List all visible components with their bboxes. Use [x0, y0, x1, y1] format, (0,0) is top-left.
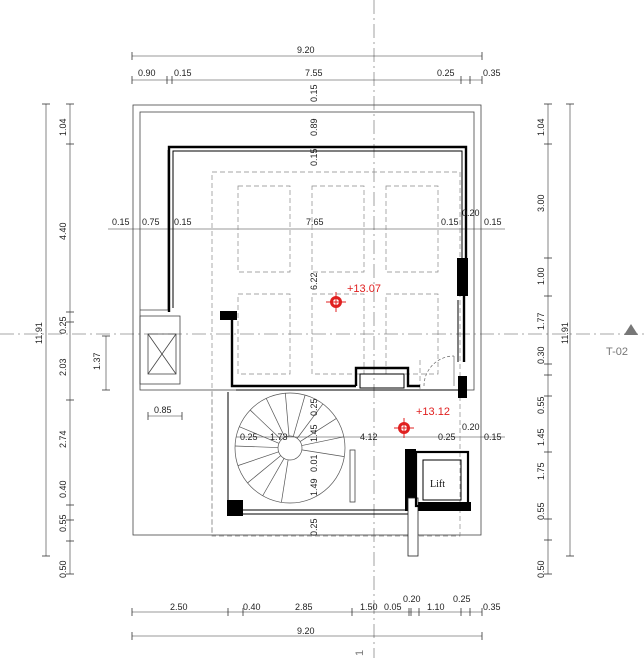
dim-lower-2: 4.12: [360, 432, 378, 442]
dim-bottom-6: 1.10: [427, 602, 445, 612]
dim-upper-3: 7.65: [306, 217, 324, 227]
dim-right-0: 1.04: [536, 118, 546, 136]
dim-bottom-1: 0.40: [243, 602, 261, 612]
dim-left-inner: 1.37: [92, 352, 102, 370]
dim-left-7: 0.50: [58, 560, 68, 578]
dim-top-2: 7.55: [305, 68, 323, 78]
dim-left-5: 0.40: [58, 480, 68, 498]
stair-tread: [301, 436, 344, 446]
dim-center-0: 0.15: [309, 84, 319, 102]
elevation-marker-2: +13.12: [394, 406, 450, 438]
dim-lower-4: 0.20: [462, 422, 480, 432]
dim-bottom-0: 2.50: [170, 602, 188, 612]
stair-tread: [249, 409, 282, 440]
dim-bottom-3: 1.50: [360, 602, 378, 612]
stair-tread: [235, 445, 279, 448]
dim-left-0: 1.04: [58, 118, 68, 136]
dim-bottom-2: 2.85: [295, 602, 313, 612]
dimension-ticks: [42, 52, 574, 640]
dim-top-0: 0.90: [138, 68, 156, 78]
dim-upper-6: 0.15: [484, 217, 502, 227]
dim-lower-5: 0.15: [484, 432, 502, 442]
lift-shaft: Lift: [414, 450, 470, 508]
dim-center-4: 0.25: [309, 398, 319, 416]
dim-right-9: 0.50: [536, 560, 546, 578]
dim-lower-1: 1.73: [270, 432, 288, 442]
dim-bottom-8: 0.35: [483, 602, 501, 612]
stair-tread: [281, 459, 289, 503]
stair-tread: [285, 393, 290, 437]
stair-tread: [239, 426, 280, 444]
dim-bottom-4: 0.05: [384, 602, 402, 612]
dim-center-2: 0.15: [309, 148, 319, 166]
dim-lower-3: 0.25: [438, 432, 456, 442]
stair-tread: [247, 455, 281, 484]
triangle-up-icon: [624, 324, 638, 335]
dim-center-5: 1.45: [309, 424, 319, 442]
spiral-stair: [234, 392, 346, 504]
elevation-marker-1: +13.07: [326, 283, 381, 312]
dim-left-1: 4.40: [58, 222, 68, 240]
elevation-label-2: +13.12: [416, 406, 450, 418]
dim-right-2: 1.00: [536, 267, 546, 285]
dim-stair-width: 0.85: [154, 405, 172, 415]
dim-bottom-7: 0.25: [453, 594, 471, 604]
stair-tread: [301, 449, 345, 457]
dim-center-3: 6.22: [309, 272, 319, 290]
stair-tread: [296, 403, 324, 439]
lift-guide: [407, 497, 419, 557]
stair-tread: [265, 398, 286, 438]
axis-tag: 1: [354, 650, 366, 656]
dim-center-8: 0.25: [309, 518, 319, 536]
dimension-text: 9.20 0.90 0.15 7.55 0.25 0.35 2.50 0.40 …: [34, 45, 570, 636]
crosshair-target-icon: [326, 292, 346, 312]
walls-inner: [172, 150, 463, 515]
lift-label: Lift: [430, 479, 445, 490]
dim-top-4: 0.35: [483, 68, 501, 78]
dim-top-1: 0.15: [174, 68, 192, 78]
stair-tread: [262, 458, 285, 496]
door-swing: [423, 355, 455, 387]
dim-right-6: 1.45: [536, 428, 546, 446]
crosshair-target-icon: [394, 418, 414, 438]
section-marker: T-02: [606, 324, 638, 358]
dim-right-7: 1.75: [536, 462, 546, 480]
dim-right-total: 11.91: [560, 322, 570, 344]
dim-left-2: 0.25: [58, 316, 68, 334]
elevation-label-1: +13.07: [347, 283, 381, 295]
stair-tread: [237, 451, 279, 466]
dim-top-total: 9.20: [297, 45, 315, 55]
stair-tread: [299, 418, 337, 442]
section-marker-label: T-02: [606, 346, 628, 358]
dim-right-3: 1.77: [536, 312, 546, 330]
dim-upper-2: 0.15: [174, 217, 192, 227]
stair-tread: [292, 395, 306, 437]
dim-upper-0: 0.15: [112, 217, 130, 227]
dim-top-3: 0.25: [437, 68, 455, 78]
building-outline: [132, 104, 482, 536]
dim-center-6: 0.01: [309, 454, 319, 472]
dim-left-6: 0.55: [58, 514, 68, 532]
dimension-lines: [45, 55, 571, 637]
dim-lower-0: 0.25: [240, 432, 258, 442]
dim-bottom-5: 0.20: [403, 594, 421, 604]
dim-right-4: 0.30: [536, 346, 546, 364]
dim-left-4: 2.74: [58, 430, 68, 448]
dim-upper-1: 0.75: [142, 217, 160, 227]
dim-left-total: 11.91: [34, 322, 44, 344]
dim-right-8: 0.55: [536, 502, 546, 520]
dim-right-1: 3.00: [536, 194, 546, 212]
dim-bottom-total: 9.20: [297, 626, 315, 636]
walls: [167, 145, 468, 388]
dim-upper-4: 0.15: [441, 217, 459, 227]
dim-center-1: 0.89: [309, 118, 319, 136]
dim-upper-5: 0.20: [462, 208, 480, 218]
stair-rail: [349, 449, 356, 503]
dim-left-3: 2.03: [58, 358, 68, 376]
dim-right-5: 0.55: [536, 396, 546, 414]
dim-center-7: 1.49: [309, 478, 319, 496]
